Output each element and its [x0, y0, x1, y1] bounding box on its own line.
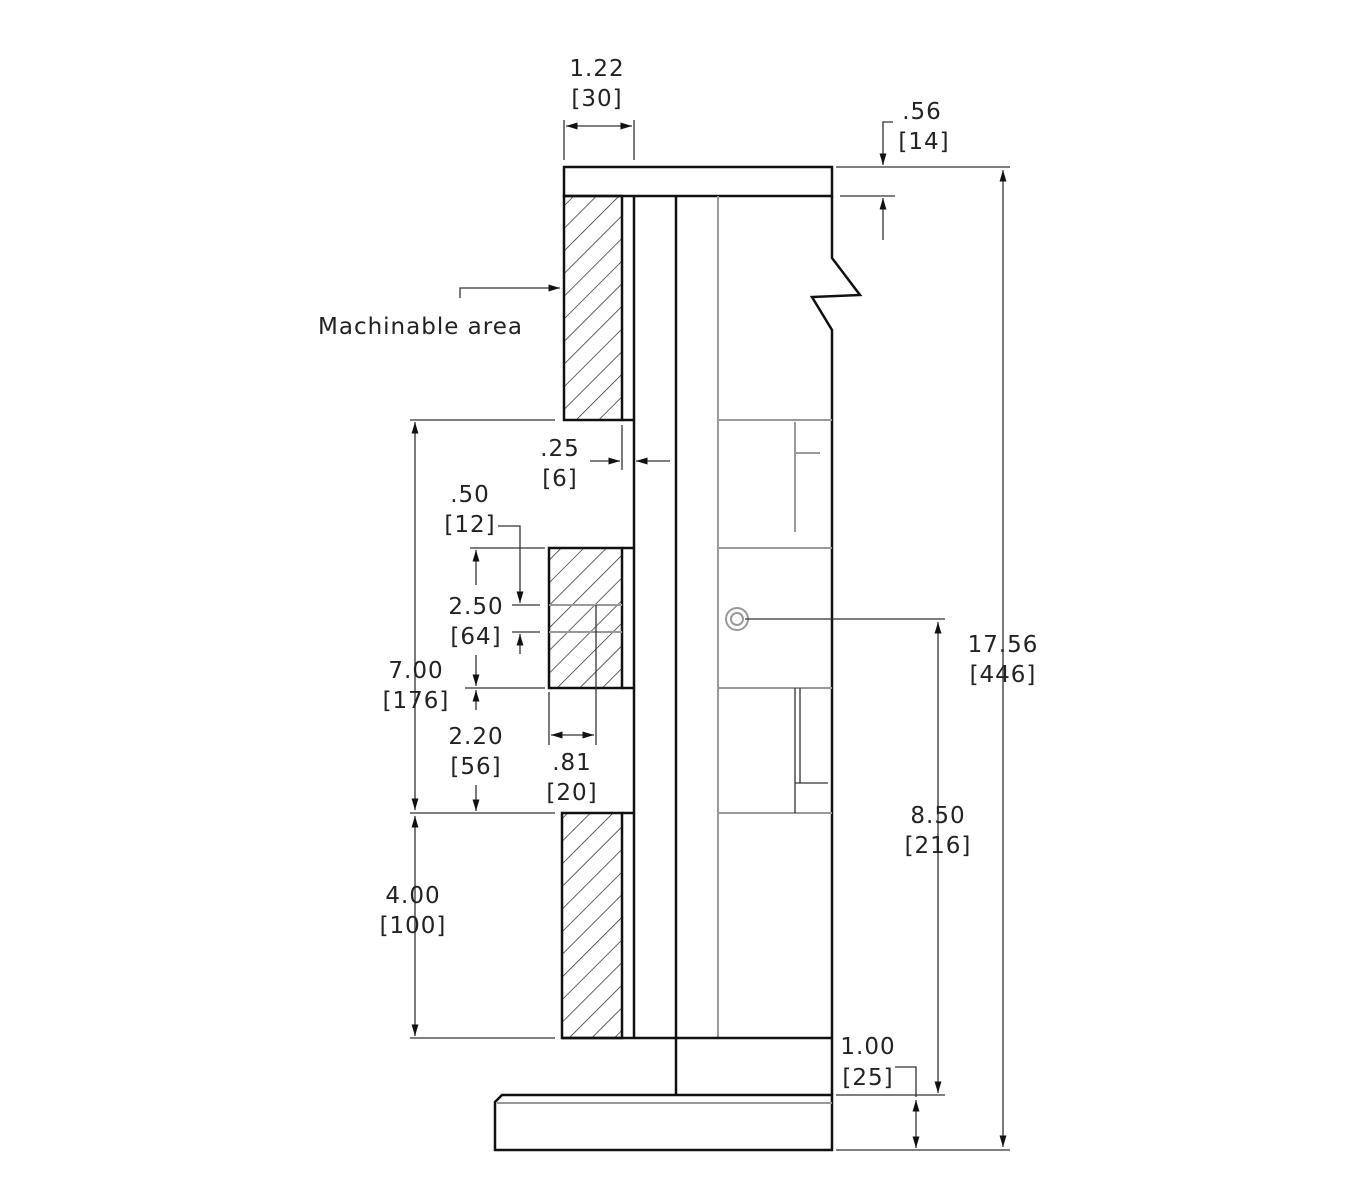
dimension-label: 4.00 [385, 883, 440, 909]
dimension-label: .50 [450, 482, 490, 508]
dimension-label: [14] [898, 129, 949, 155]
dimension-label: 1.22 [569, 56, 624, 82]
dimension-label: [64] [450, 624, 501, 650]
dimension-label: [100] [380, 913, 447, 939]
dimension-label: 17.56 [968, 632, 1039, 658]
dimension-label: 7.00 [388, 658, 443, 684]
dimension-label: [12] [444, 512, 495, 538]
dimension-label: [56] [450, 754, 501, 780]
dimension-label: .56 [902, 99, 942, 125]
base-plate [493, 1093, 834, 1152]
dimension-label: [30] [571, 86, 622, 112]
dimension-label: .25 [540, 436, 580, 462]
dimension-label: [446] [970, 662, 1037, 688]
dimension-label: [216] [905, 833, 972, 859]
dimension-label: [25] [842, 1065, 893, 1091]
hatched-block-middle [547, 546, 624, 690]
dimension-label: [20] [546, 780, 597, 806]
dimension-label: 2.20 [448, 724, 503, 750]
hole-icon [725, 607, 749, 631]
machinable-area-label: Machinable area [318, 314, 523, 340]
dimension-label: 8.50 [910, 803, 965, 829]
fixture-body [493, 165, 863, 1152]
dimension-label: 1.00 [840, 1034, 895, 1060]
dimension-label: [176] [383, 688, 450, 714]
dimension-label: [6] [542, 466, 578, 492]
dimension-labels: 1.22 [30] .56 [14] .25 [6] .50 [12] 2.50 [64]… [380, 56, 1039, 1091]
dimension-label: 2.50 [448, 594, 503, 620]
dimension-lines [410, 120, 1010, 1151]
dimension-label: .81 [552, 750, 592, 776]
hatched-block-bottom [560, 811, 624, 1040]
hatched-block-top [562, 194, 624, 422]
